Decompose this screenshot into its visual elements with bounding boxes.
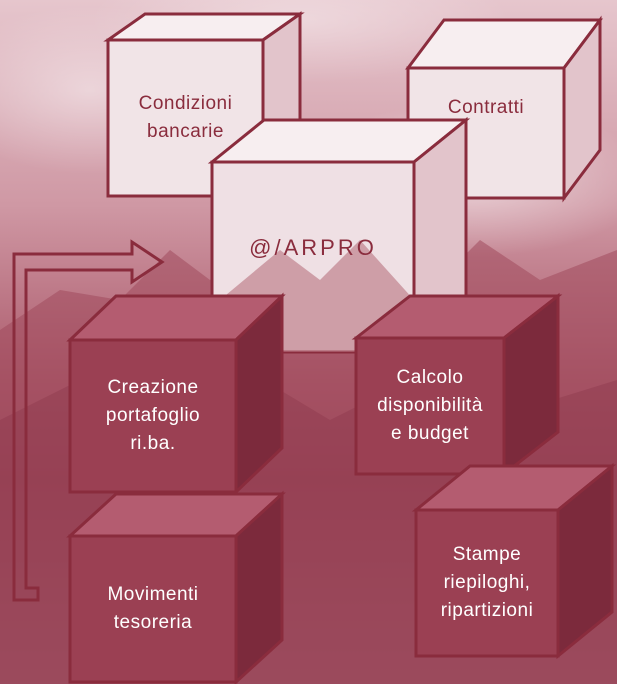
loop-arrow-icon: [12, 239, 165, 602]
box-movimenti-tesoreria[interactable]: Movimenti tesoreria: [70, 536, 236, 682]
box-calcolo-disponibilita[interactable]: Calcolo disponibilità e budget: [356, 338, 504, 474]
condizioni-bancarie-label: Condizioni bancarie: [138, 93, 233, 142]
contratti-label: Contratti: [447, 97, 525, 118]
box-stampe-riepiloghi[interactable]: Stampe riepiloghi, ripartizioni: [416, 510, 558, 656]
creazione-portafoglio-label: Creazione portafoglio ri.ba.: [105, 377, 201, 454]
box-movimenti-tesoreria-shape: [66, 490, 286, 684]
box-calcolo-disponibilita-shape: [351, 292, 563, 478]
box-stampe-riepiloghi-shape: [411, 462, 617, 660]
movimenti-tesoreria-label: Movimenti tesoreria: [107, 584, 199, 633]
calcolo-disponibilita-label: Calcolo disponibilità e budget: [377, 367, 483, 444]
stampe-riepiloghi-label: Stampe riepiloghi, ripartizioni: [440, 544, 534, 621]
arpro-label: @/ARPRO: [249, 235, 377, 260]
box-contratti[interactable]: Contratti: [408, 68, 564, 148]
box-creazione-portafoglio[interactable]: Creazione portafoglio ri.ba.: [70, 340, 236, 492]
box-creazione-portafoglio-shape: [66, 292, 286, 496]
box-center-arpro[interactable]: @/ARPRO: [212, 200, 414, 296]
box-condizioni-bancarie[interactable]: Condizioni bancarie: [108, 40, 263, 196]
